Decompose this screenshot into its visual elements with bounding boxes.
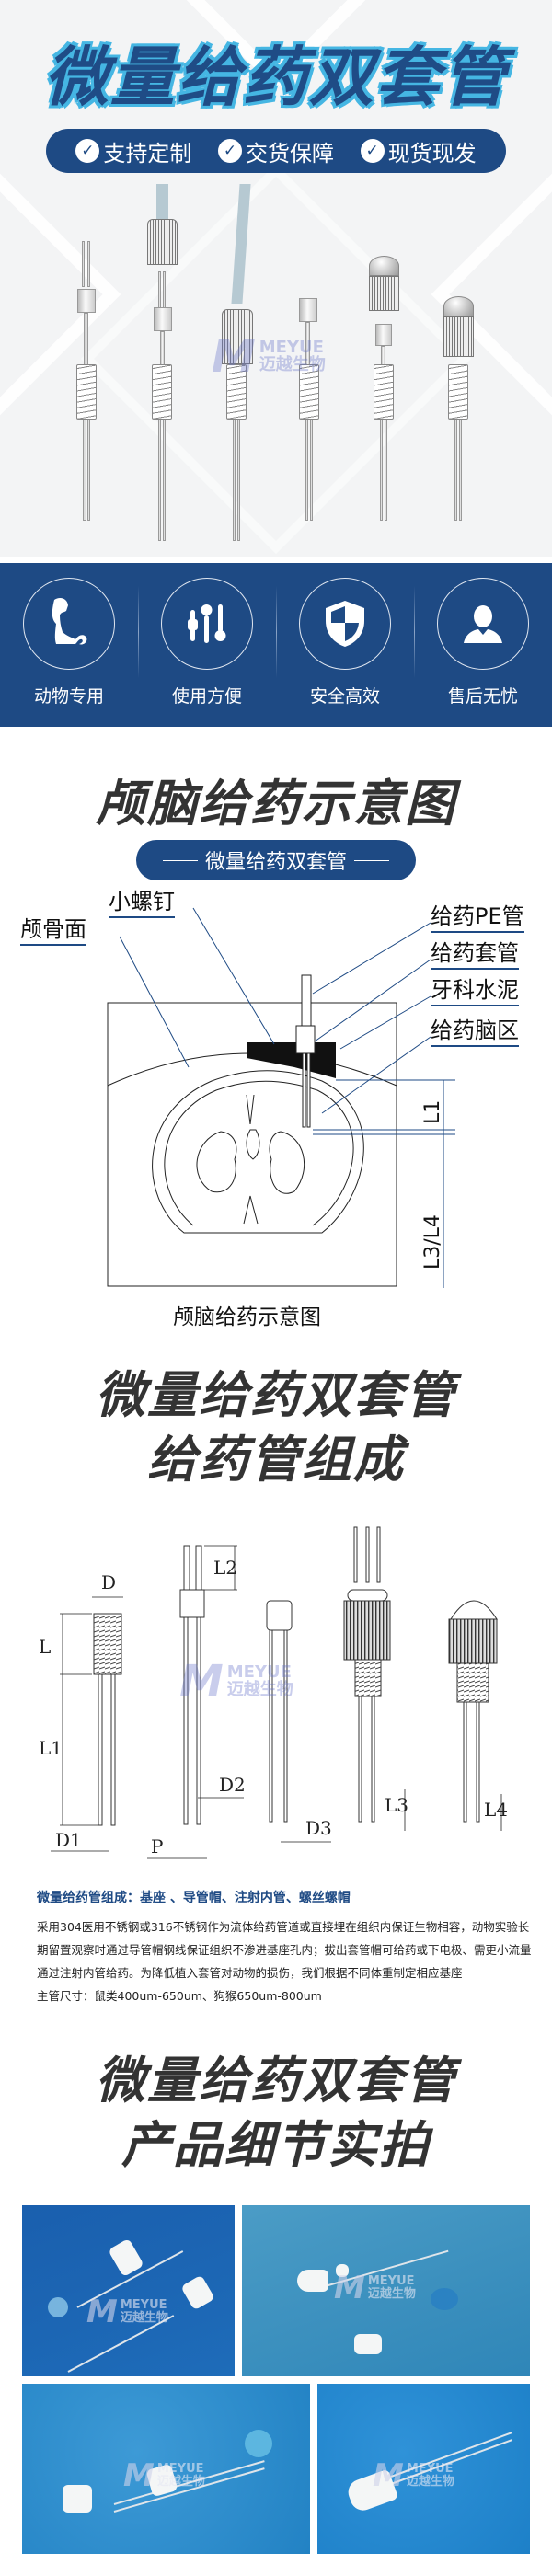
feature-animal: 动物专用 <box>0 563 138 727</box>
feature-label: 售后无忧 <box>447 686 518 707</box>
section-title-components-2: 给药管组成 <box>147 1431 405 1489</box>
feature-convenient: 使用方便 <box>138 563 276 727</box>
component-description: 微量给药管组成：基座 、导管帽、注射内管、螺丝螺帽 采用304医用不锈钢或316… <box>37 1888 534 2007</box>
components-drawing: D L L1 D1 L2 D2 P D3 L3 L4 M MEYUE 迈越生物 <box>0 1518 552 1868</box>
label-skull-surface: 颅骨面 <box>20 911 86 946</box>
brand-watermark: M MEYUE 迈越生物 <box>212 331 326 383</box>
badge-delivery: ✓ 交货保障 <box>217 135 334 167</box>
badge-in-stock: ✓ 现货现发 <box>360 135 477 167</box>
feature-label: 使用方便 <box>171 686 242 707</box>
label-small-screw: 小螺钉 <box>109 883 175 918</box>
background-chevron <box>0 164 121 425</box>
feature-safe: 安全高效 <box>276 563 414 727</box>
section-title-photos-1: 微量给药双套管 <box>96 2052 456 2110</box>
dim-label-l1: L1 <box>39 1737 63 1759</box>
sliders-icon <box>188 604 226 643</box>
divider <box>162 859 198 861</box>
brand-name-en: MEYUE <box>259 338 324 358</box>
label-pe-tube: 给药PE管 <box>431 898 524 933</box>
section-title-photos-2: 产品细节实拍 <box>121 2116 431 2174</box>
check-circle-icon: ✓ <box>217 139 242 163</box>
feature-label: 安全高效 <box>309 686 380 707</box>
dog-icon <box>52 598 87 645</box>
dim-label-d: D <box>101 1571 117 1593</box>
section-title-components-1: 微量给药双套管 <box>96 1366 456 1424</box>
feature-after-sales: 售后无忧 <box>414 563 552 727</box>
dim-label-l3: L3 <box>385 1794 409 1816</box>
label-guide-cannula: 给药套管 <box>431 935 519 970</box>
pill-label: 微量给药双套管 <box>204 851 347 874</box>
shield-icon <box>326 601 364 647</box>
check-circle-icon: ✓ <box>360 139 385 163</box>
description-heading: 微量给药管组成：基座 、导管帽、注射内管、螺丝螺帽 <box>37 1891 351 1905</box>
brand-watermark: M MEYUE 迈越生物 <box>179 1656 293 1708</box>
feature-strip: 动物专用 使用方便 安全高效 售后无忧 <box>0 563 552 727</box>
brand-name-cn: 迈越生物 <box>259 355 326 374</box>
badge-label: 支持定制 <box>103 140 192 167</box>
check-circle-icon: ✓ <box>75 139 100 163</box>
dimension-l3-l4: L3/L4 <box>421 1214 444 1270</box>
section-subtitle-pill: 微量给药双套管 <box>136 840 416 880</box>
dim-label-l4: L4 <box>484 1799 509 1821</box>
divider <box>354 859 389 861</box>
brand-logo-icon: M <box>179 1656 224 1708</box>
badge-label: 交货保障 <box>245 140 334 167</box>
dimension-l1: L1 <box>421 1099 444 1124</box>
components-svg <box>51 1526 502 1859</box>
dim-label-p: P <box>151 1835 164 1857</box>
badge-custom: ✓ 支持定制 <box>75 135 191 167</box>
description-body: 采用304医用不锈钢或316不锈钢作为流体给药管道或直接埋在组织内保证生物相容，… <box>37 1920 532 1980</box>
description-size: 主管尺寸：鼠类400um-650um、狗猴650um-800um <box>37 1989 322 2003</box>
feature-label: 动物专用 <box>33 686 104 707</box>
brand-logo-icon: M <box>212 331 256 383</box>
section-title-cranial: 颅脑给药示意图 <box>96 775 456 833</box>
cranial-diagram: 小螺钉 颅骨面 给药PE管 给药套管 牙科水泥 给药脑区 L1 L3/L4 颅脑… <box>0 883 552 1329</box>
brain-section-drawing <box>107 907 455 1288</box>
person-icon <box>464 605 502 643</box>
label-target-region: 给药脑区 <box>431 1012 519 1047</box>
dim-label-d1: D1 <box>55 1829 82 1851</box>
badge-label: 现货现发 <box>387 140 477 167</box>
dim-label-l2: L2 <box>213 1557 238 1579</box>
diagram-caption: 颅脑给药示意图 <box>173 1305 321 1329</box>
dim-label-l: L <box>39 1636 52 1658</box>
dim-label-d3: D3 <box>305 1817 332 1839</box>
badge-bar: ✓ 支持定制 ✓ 交货保障 ✓ 现货现发 <box>46 129 506 173</box>
hero-banner: 微量给药双套管 ✓ 支持定制 ✓ 交货保障 ✓ 现货现发 <box>0 0 552 557</box>
dim-label-d2: D2 <box>219 1774 246 1796</box>
hero-title: 微量给药双套管 <box>43 39 508 117</box>
label-dental-cement: 牙科水泥 <box>431 972 519 1006</box>
